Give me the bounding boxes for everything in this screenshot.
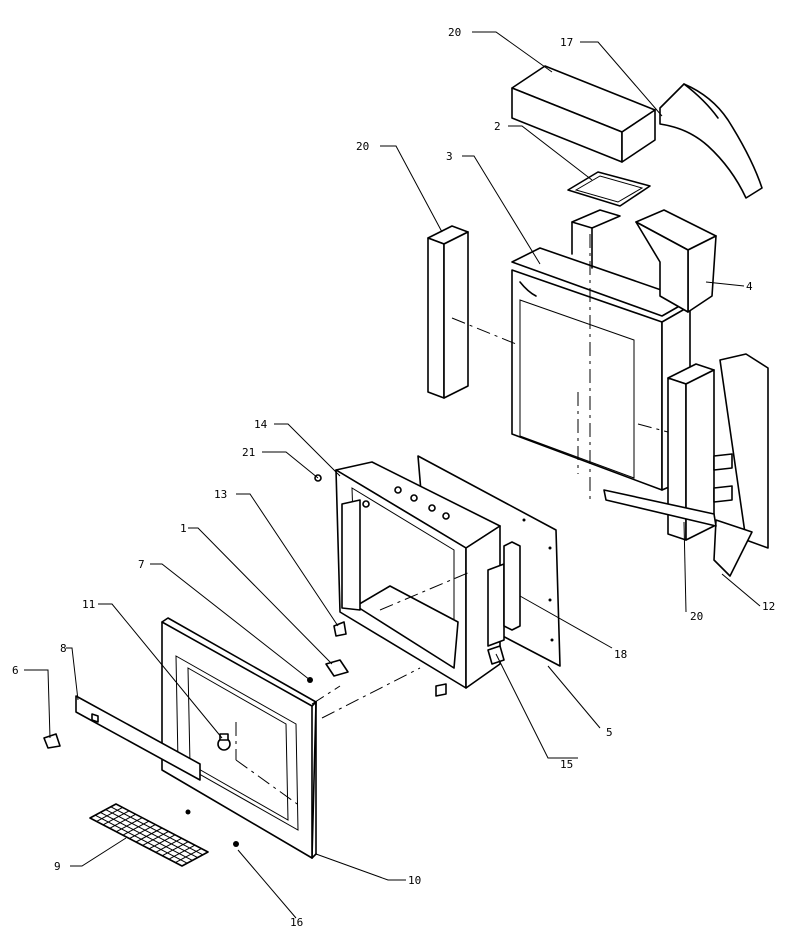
part-20-top-block: [511, 65, 656, 163]
part-4-duct: [635, 209, 717, 313]
grille-bar: [109, 813, 136, 829]
callout-leaders: [24, 31, 761, 919]
grille-bar: [100, 811, 193, 861]
label-5: 5: [606, 726, 613, 739]
grille-bar: [155, 837, 182, 853]
part-10-front-frame: [161, 617, 317, 859]
part-14-frame-housing: [335, 461, 505, 689]
part-11-knob: [217, 733, 231, 751]
label-15: 15: [560, 758, 573, 771]
label-1: 1: [180, 522, 187, 535]
grille-bar: [105, 809, 198, 859]
label-10: 10: [408, 874, 421, 887]
part-number-labels: 20 17 2 20 3 4 14 21 13 1 7 11 8 6 20 12…: [12, 26, 775, 929]
label-9: 9: [54, 860, 61, 873]
grille-bar: [175, 848, 202, 864]
grille-bar: [110, 806, 204, 856]
assembly-dash-lines: [235, 234, 669, 807]
grille-bar: [122, 820, 150, 836]
part-16-screw: [185, 809, 239, 847]
grille-bar: [168, 844, 196, 860]
part-20-left-block: [427, 225, 469, 399]
label-16: 16: [290, 916, 303, 929]
part-17-curved-panel: [659, 83, 763, 199]
label-13: 13: [214, 488, 227, 501]
label-18: 18: [614, 648, 627, 661]
part-18-strip: [503, 541, 521, 631]
grille-bar: [102, 810, 130, 826]
grille-bar: [142, 830, 169, 846]
grille-bar: [116, 817, 143, 833]
part-2-filter: [567, 171, 651, 207]
part-6-cap: [43, 733, 61, 749]
part-9-grille: [89, 803, 209, 867]
label-7: 7: [138, 558, 145, 571]
part-20-right-block: [667, 363, 715, 541]
grille-bar: [94, 814, 188, 864]
label-20-top: 20: [448, 26, 461, 39]
part-1-hinge: [325, 659, 349, 677]
label-3: 3: [446, 150, 453, 163]
label-14: 14: [254, 418, 268, 431]
part-12-side-panel: [603, 353, 769, 577]
label-6: 6: [12, 664, 19, 677]
part-13-clip: [333, 621, 347, 637]
label-12: 12: [762, 600, 775, 613]
label-2: 2: [494, 120, 501, 133]
part-8-control-strip: [75, 695, 201, 781]
grille-bar: [129, 824, 156, 840]
label-8: 8: [60, 642, 67, 655]
label-20-left: 20: [356, 140, 369, 153]
label-4: 4: [746, 280, 753, 293]
label-17: 17: [560, 36, 573, 49]
label-21: 21: [242, 446, 255, 459]
small-fastener: [435, 683, 447, 697]
grille-bar: [148, 834, 176, 850]
grille-bar: [96, 806, 123, 822]
grille-bar: [135, 827, 163, 843]
label-11: 11: [82, 598, 95, 611]
label-20-right: 20: [690, 610, 703, 623]
grille-bar: [162, 841, 189, 857]
